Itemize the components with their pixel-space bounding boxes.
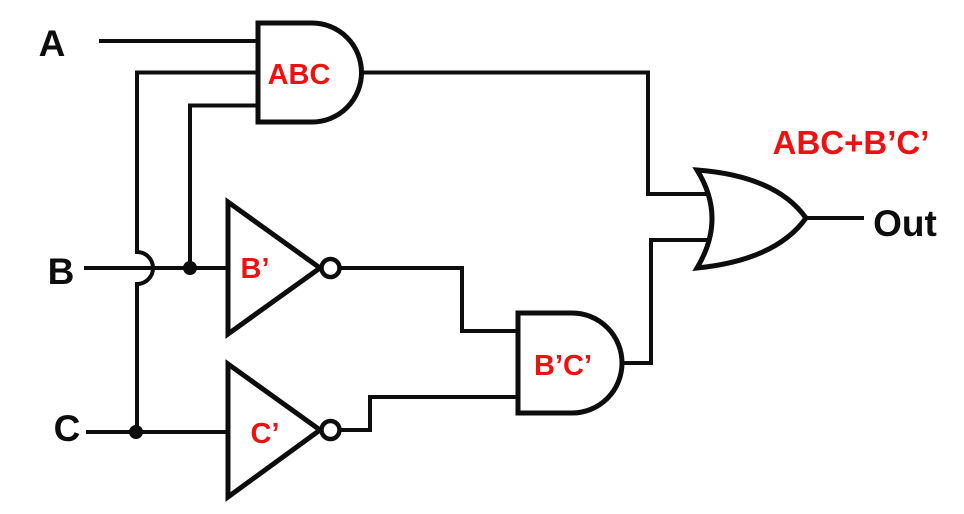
inverter-bubble-c bbox=[319, 418, 342, 442]
wire-cprime-to-and bbox=[337, 395, 521, 432]
wire-b-branch bbox=[188, 103, 256, 268]
input-label-b: B bbox=[48, 251, 75, 292]
not-gate-c-label: C’ bbox=[251, 418, 280, 450]
input-label-c: C bbox=[54, 408, 81, 449]
or-gate-expression-label: ABC+B’C’ bbox=[773, 124, 930, 161]
junction-dot-c bbox=[129, 425, 143, 439]
not-gate-b bbox=[225, 197, 325, 339]
output-label: Out bbox=[873, 203, 937, 244]
wire-bprimecprime-to-or bbox=[618, 238, 708, 365]
wire-abc-to-or bbox=[358, 70, 708, 196]
and-gate-bprime-cprime bbox=[515, 310, 625, 416]
inverter-bubble-b bbox=[319, 256, 342, 280]
and-gate-abc bbox=[255, 20, 364, 125]
and-gate-abc-label: ABC bbox=[268, 59, 331, 91]
not-gate-c bbox=[225, 359, 325, 502]
not-gate-b-label: B’ bbox=[241, 253, 270, 285]
or-gate bbox=[692, 167, 810, 271]
junction-dot-b bbox=[183, 261, 197, 275]
input-label-a: A bbox=[39, 23, 66, 64]
and-gate-bprime-cprime-label: B’C’ bbox=[534, 350, 592, 382]
wire-bprime-to-and bbox=[337, 266, 521, 333]
